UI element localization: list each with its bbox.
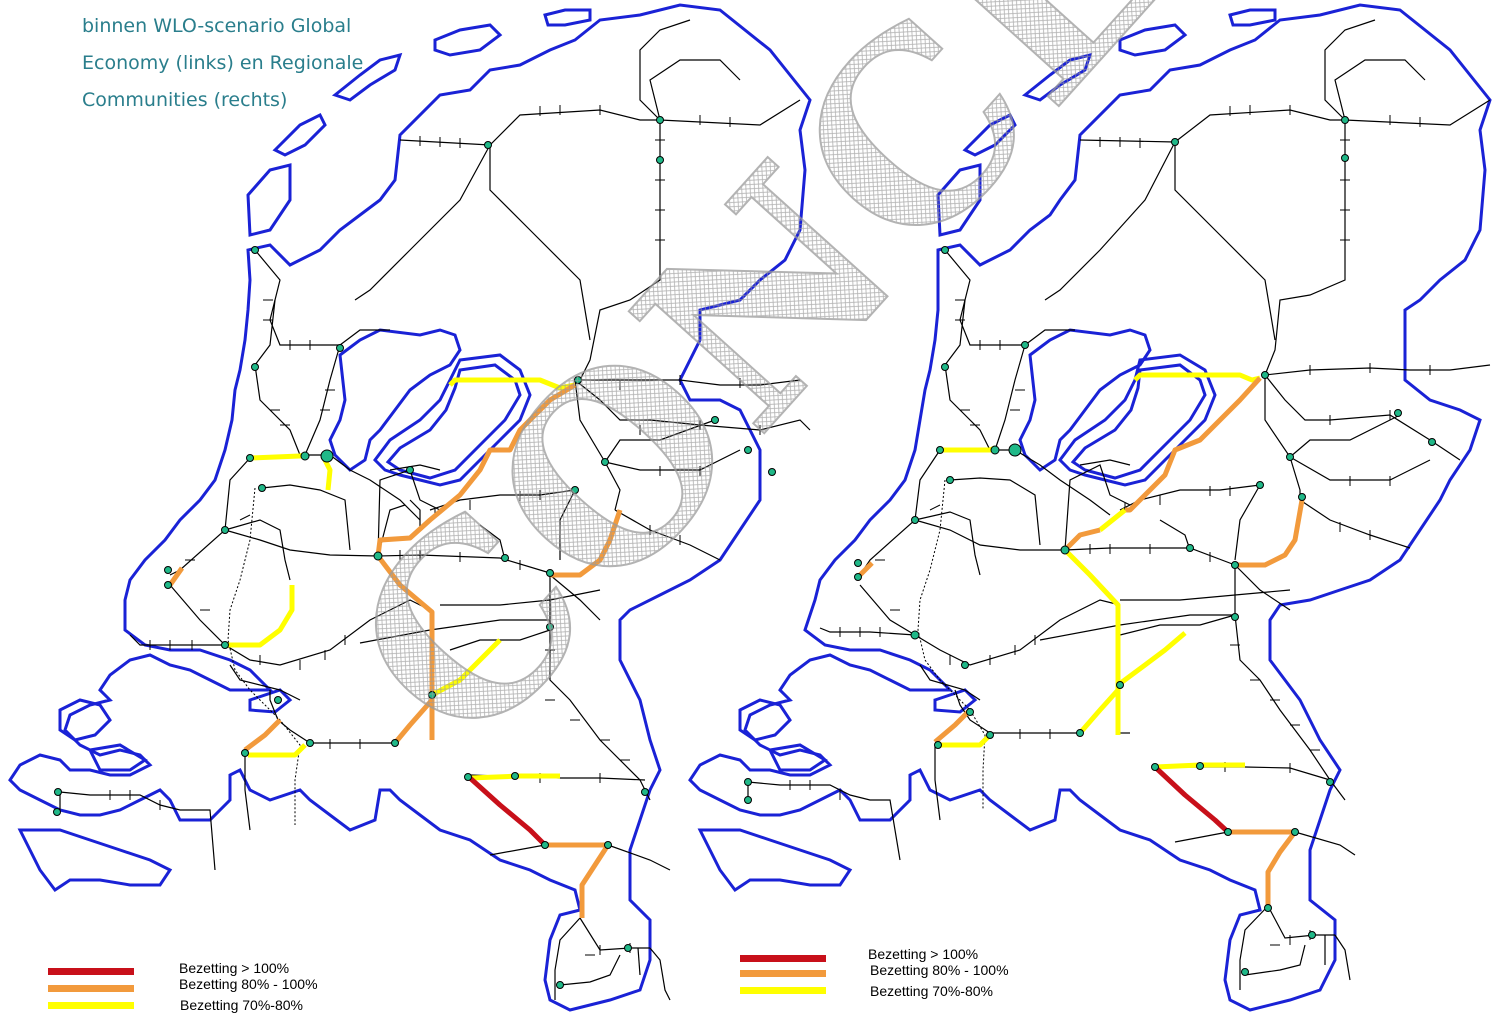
caption-line-1: binnen WLO-scenario Global: [82, 15, 352, 37]
country-border-left: [8, 3, 812, 1012]
legend-label-over100: Bezetting > 100%: [868, 946, 979, 962]
stations-left: [53, 116, 776, 989]
rail-dotted-left: [227, 487, 301, 825]
caption-line-2: Economy (links) en Regionale: [82, 52, 364, 74]
map-caption: binnen WLO-scenario Global Economy (link…: [82, 8, 363, 119]
legend-swatch-over100: [48, 968, 134, 975]
rail-dotted-right: [917, 479, 986, 810]
legend-swatch-70-80: [48, 1002, 134, 1009]
legend-label-over100: Bezetting > 100%: [179, 960, 290, 976]
legend-label-70-80: Bezetting 70%-80%: [180, 997, 303, 1013]
legend-swatch-80-100: [48, 985, 134, 992]
legend-swatch-over100: [740, 955, 826, 962]
legend-label-70-80: Bezetting 70%-80%: [870, 983, 993, 999]
legend-swatch-70-80: [740, 987, 826, 994]
occupancy-segments-right: [858, 372, 1305, 906]
caption-line-3: Communities (rechts): [82, 89, 288, 111]
rail-ticks-left: [109, 105, 761, 956]
country-border-right: [688, 3, 1492, 1012]
rail-ticks-right: [789, 105, 1431, 946]
map-left-global-economy: [8, 3, 812, 1012]
legend-swatch-80-100: [740, 970, 826, 977]
stations-right: [744, 116, 1436, 976]
map-right-regionale-communities: [688, 3, 1492, 1012]
legend-label-80-100: Bezetting 80% - 100%: [179, 976, 318, 992]
legend-label-80-100: Bezetting 80% - 100%: [870, 962, 1009, 978]
